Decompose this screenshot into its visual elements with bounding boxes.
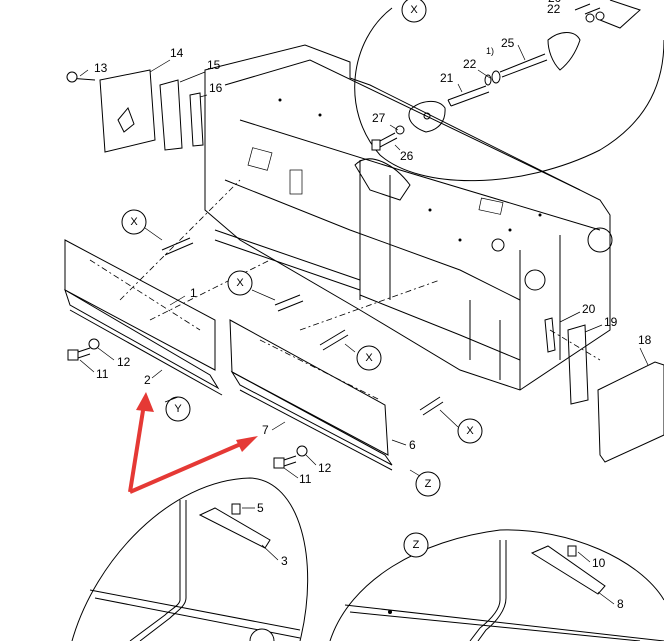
label-26: 26: [400, 149, 414, 163]
label-14: 14: [170, 46, 184, 60]
main-housing: [204, 44, 613, 391]
detail-x-pin-assembly: [371, 0, 641, 151]
detail-z-view: Z 10 8: [329, 529, 664, 641]
bolt-11-left: 12 11: [67, 338, 131, 381]
label-27: 27: [372, 111, 386, 125]
pins: [144, 227, 459, 428]
detail-y-view: 5 3: [71, 477, 309, 641]
label-12-left: 12: [117, 355, 131, 369]
label-21: 21: [440, 71, 454, 85]
callout-y-1-letter: Y: [174, 403, 182, 415]
front-panel-1-2: 1 2: [64, 179, 271, 396]
label-3: 3: [281, 554, 288, 568]
label-15: 15: [207, 58, 221, 72]
label-11-middle: 11: [299, 472, 312, 486]
callout-x-2: [227, 270, 253, 296]
label-11-left: 11: [96, 367, 109, 381]
side-parts-18-20: 20 19 18: [544, 302, 664, 463]
label-7: 7: [262, 423, 269, 437]
label-20: 20: [582, 302, 596, 316]
label-6: 6: [409, 438, 416, 452]
label-8: 8: [617, 597, 624, 611]
label-12-middle: 12: [318, 461, 332, 475]
callout-x-2-letter: X: [236, 277, 244, 289]
callout-x-4-letter: X: [466, 425, 474, 437]
detail-y-callout-partial: [249, 628, 275, 641]
callout-x-3-letter: X: [365, 352, 373, 364]
front-panel-6-7: 6 7: [229, 279, 441, 471]
label-5: 5: [257, 501, 264, 515]
label-note-1: 1): [486, 46, 494, 56]
callout-x-1: [121, 209, 147, 235]
callout-x-1-letter: X: [130, 216, 138, 228]
red-arrows: [128, 392, 258, 494]
bolt-11-middle: 12 11: [273, 445, 332, 486]
label-13: 13: [94, 61, 108, 75]
callout-z-1: [415, 471, 441, 497]
label-25: 25: [501, 36, 515, 50]
callout-x-4: [457, 418, 483, 444]
label-22-detail: 22: [463, 57, 477, 71]
bracket-parts-13-16: 13 14 15 16: [66, 46, 223, 153]
label-2: 2: [144, 373, 151, 387]
detail-x-view: X 22 20 25 1) 22 21 27 26: [354, 0, 664, 182]
detail-z-letter: Z: [413, 539, 420, 551]
callout-x-3: [356, 345, 382, 371]
label-10: 10: [592, 556, 606, 570]
label-20-top: 20: [548, 0, 562, 5]
label-18: 18: [638, 333, 652, 347]
label-1: 1: [190, 286, 197, 300]
detail-x-letter: X: [410, 4, 418, 16]
callout-z-1-letter: Z: [425, 478, 432, 490]
label-19: 19: [604, 315, 618, 329]
detail-z-callout: [403, 532, 429, 558]
label-16: 16: [209, 81, 223, 95]
label-22-top: 22: [547, 2, 561, 16]
detail-x-callout: [401, 0, 427, 23]
